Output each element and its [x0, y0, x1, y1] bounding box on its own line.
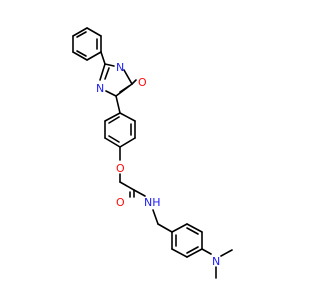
bond-ch2-carbonyl: [119, 181, 135, 191]
atom-label-dimethylamino-n: N: [212, 255, 220, 268]
bond-nh-ch2: [152, 209, 159, 225]
aminophenyl-ring: [171, 223, 203, 258]
atom-label-ether-o: O: [116, 162, 125, 175]
oxadiazole-ring: [99, 63, 137, 97]
phenyl-ring: [72, 27, 102, 61]
bond-carbonyl-to-nh: [133, 189, 146, 197]
atom-label-o-ring: O: [138, 76, 147, 89]
bond-oxadiazole-benzene: [115, 95, 121, 114]
bond-aryl-n: [201, 248, 212, 255]
central-benzene-ring: [104, 112, 136, 148]
atom-label-n-ring-top: N: [116, 61, 124, 74]
atom-label-n-ring-bottom: N: [96, 82, 104, 95]
bond-ch2-aryl: [157, 223, 173, 233]
atom-label-carbonyl-o: O: [116, 196, 125, 209]
atom-label-amide-nh: NH: [144, 196, 161, 209]
bond-n-methyl-1: [220, 249, 233, 257]
structure-diagram: N O N O O NH N: [72, 27, 233, 279]
molecule-canvas: N O N O O NH N: [72, 27, 233, 279]
bond-phenyl-oxadiazole: [100, 51, 106, 65]
